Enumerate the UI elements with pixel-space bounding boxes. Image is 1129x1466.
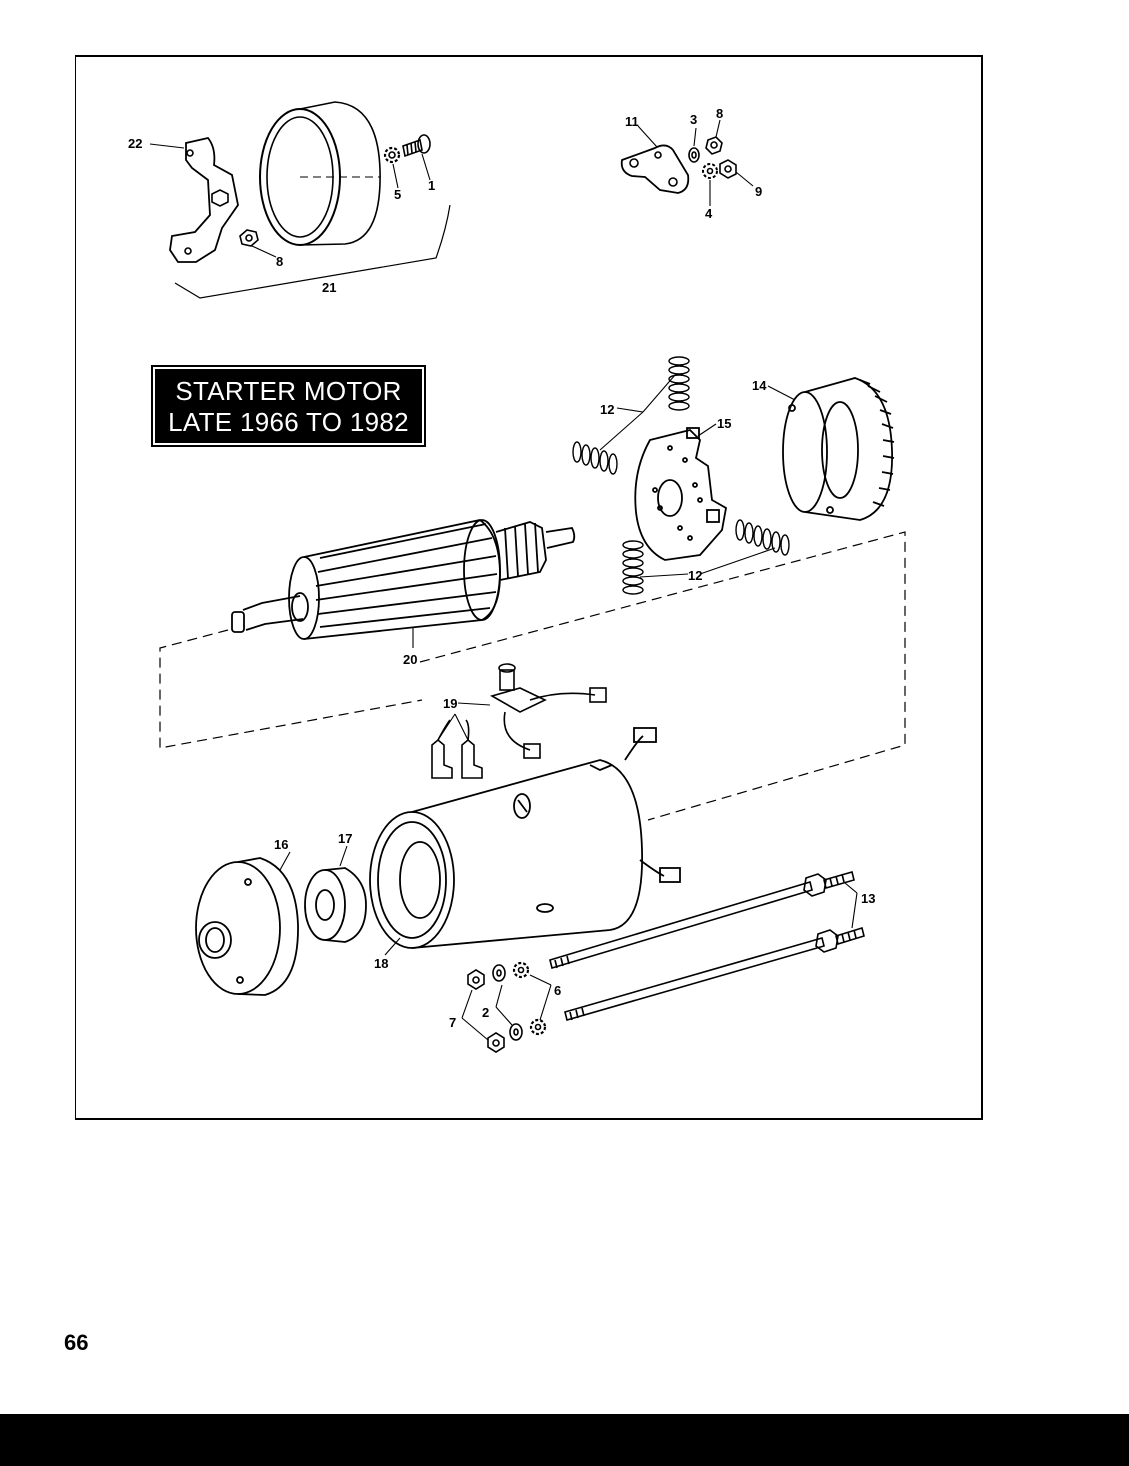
part-2-washer-lower bbox=[509, 1023, 523, 1041]
page-number: 66 bbox=[64, 1330, 89, 1355]
part-7-nut-upper bbox=[467, 969, 485, 990]
callout-18: 18 bbox=[374, 956, 388, 971]
callout-11: 11 bbox=[625, 114, 639, 129]
callout-labels: 22 8 5 1 21 11 3 8 9 4 12 14 15 12 20 19… bbox=[128, 106, 875, 1030]
part-13-through-bolt-lower bbox=[564, 926, 865, 1021]
part-22-bracket bbox=[169, 136, 239, 263]
leader-lines bbox=[149, 119, 858, 1041]
callout-5: 5 bbox=[394, 187, 401, 202]
part-7-nut-lower bbox=[487, 1032, 505, 1053]
part-12-spring-top bbox=[668, 356, 690, 411]
part-17-bearing bbox=[304, 867, 367, 943]
callout-12: 12 bbox=[600, 402, 614, 417]
diagram-title-box: STARTER MOTOR LATE 1966 TO 1982 bbox=[151, 365, 426, 447]
callout-3: 3 bbox=[690, 112, 697, 127]
part-18-field-frame bbox=[369, 727, 681, 949]
part-20-armature bbox=[231, 519, 576, 640]
diagram-frame bbox=[75, 55, 983, 1120]
part-21-bracket-line bbox=[174, 204, 451, 299]
bottom-black-bar bbox=[0, 1414, 1129, 1466]
part-15-brush-plate bbox=[634, 427, 727, 561]
part-6-lockwasher-lower bbox=[529, 1018, 547, 1036]
part-11-lever bbox=[620, 144, 690, 194]
callout-12: 12 bbox=[688, 568, 702, 583]
part-2-washer-upper bbox=[492, 964, 506, 982]
part-1-screw bbox=[402, 134, 431, 158]
callout-8: 8 bbox=[716, 106, 723, 121]
part-9-nut bbox=[719, 159, 737, 179]
callout-21: 21 bbox=[322, 280, 336, 295]
part-8-nut-top-right bbox=[705, 136, 723, 155]
callout-15: 15 bbox=[717, 416, 731, 431]
callout-8: 8 bbox=[276, 254, 283, 269]
callout-9: 9 bbox=[755, 184, 762, 199]
part-8-nut-top-left bbox=[239, 229, 259, 247]
part-14-end-cap bbox=[782, 377, 895, 521]
callout-16: 16 bbox=[274, 837, 288, 852]
part-12-spring-left bbox=[572, 441, 618, 475]
callout-4: 4 bbox=[705, 206, 713, 221]
assembly-dashed-line bbox=[159, 629, 423, 749]
callout-2: 2 bbox=[482, 1005, 489, 1020]
part-6-lockwasher-upper bbox=[512, 961, 530, 979]
callout-1: 1 bbox=[428, 178, 435, 193]
title-line-1: STARTER MOTOR bbox=[175, 376, 402, 406]
part-12-spring-bottom bbox=[622, 540, 644, 595]
callout-13: 13 bbox=[861, 891, 875, 906]
part-16-end-frame bbox=[195, 857, 299, 996]
callout-19: 19 bbox=[443, 696, 457, 711]
part-12-spring-right bbox=[735, 519, 790, 556]
part-4-lockwasher bbox=[702, 163, 718, 179]
callout-22: 22 bbox=[128, 136, 142, 151]
callout-7: 7 bbox=[449, 1015, 456, 1030]
callout-6: 6 bbox=[554, 983, 561, 998]
part-5-lockwasher-top bbox=[383, 146, 401, 164]
part-21-end-cover bbox=[259, 101, 381, 246]
assembly-dashed-line-right bbox=[419, 531, 906, 821]
title-line-2: LATE 1966 TO 1982 bbox=[168, 407, 409, 437]
callout-14: 14 bbox=[752, 378, 767, 393]
callout-17: 17 bbox=[338, 831, 352, 846]
part-13-through-bolt-upper bbox=[549, 871, 855, 970]
part-3-washer bbox=[688, 147, 700, 163]
callout-20: 20 bbox=[403, 652, 417, 667]
